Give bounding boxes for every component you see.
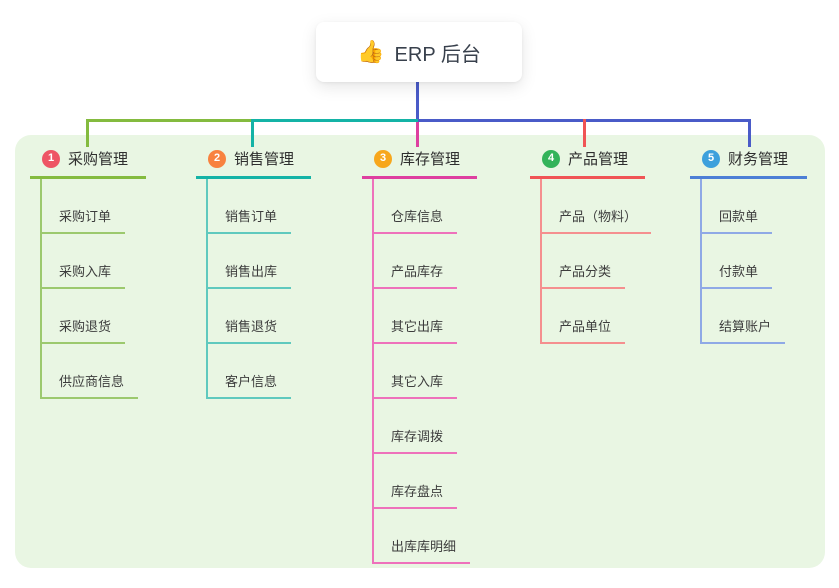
child-node[interactable]: 结算账户 xyxy=(702,316,786,344)
branch-number-badge: 4 xyxy=(542,149,560,168)
child-row: 付款单 xyxy=(702,234,807,289)
child-node[interactable]: 采购入库 xyxy=(42,261,126,289)
child-node[interactable]: 其它出库 xyxy=(374,316,458,344)
drop-line-product xyxy=(583,119,586,147)
child-row: 采购订单 xyxy=(42,179,146,234)
root-connector-line xyxy=(416,82,419,120)
drop-line-sales xyxy=(251,119,254,147)
child-row: 库存盘点 xyxy=(374,454,477,509)
child-node[interactable]: 采购订单 xyxy=(42,206,126,234)
child-row: 采购入库 xyxy=(42,234,146,289)
branch-children-purchase: 采购订单采购入库采购退货供应商信息 xyxy=(40,179,146,399)
child-node[interactable]: 销售出库 xyxy=(208,261,292,289)
thumbs-up-icon: 👍 xyxy=(357,39,385,64)
child-node[interactable]: 产品单位 xyxy=(542,316,626,344)
branch-sales: 2 销售管理销售订单销售出库销售退货客户信息 xyxy=(196,146,311,399)
branch-children-finance: 回款单付款单结算账户 xyxy=(700,179,807,344)
child-node[interactable]: 采购退货 xyxy=(42,316,126,344)
child-row: 产品库存 xyxy=(374,234,477,289)
branch-children-inventory: 仓库信息产品库存其它出库其它入库库存调拨库存盘点出库库明细 xyxy=(372,179,477,564)
child-node[interactable]: 其它入库 xyxy=(374,371,458,399)
child-row: 产品单位 xyxy=(542,289,645,344)
branch-title-inventory[interactable]: 3 库存管理 xyxy=(362,146,477,179)
child-row: 产品分类 xyxy=(542,234,645,289)
drop-line-purchase xyxy=(86,119,89,147)
branch-children-sales: 销售订单销售出库销售退货客户信息 xyxy=(206,179,311,399)
child-row: 回款单 xyxy=(702,179,807,234)
bus-segment-purchase xyxy=(86,119,253,122)
child-row: 出库库明细 xyxy=(374,509,477,564)
branch-finance: 5 财务管理回款单付款单结算账户 xyxy=(690,146,807,344)
drop-line-finance xyxy=(748,119,751,147)
child-row: 销售出库 xyxy=(208,234,311,289)
branch-title-product[interactable]: 4 产品管理 xyxy=(530,146,645,179)
child-node[interactable]: 产品分类 xyxy=(542,261,626,289)
child-node[interactable]: 回款单 xyxy=(702,206,773,234)
child-row: 客户信息 xyxy=(208,344,311,399)
branch-title-sales[interactable]: 2 销售管理 xyxy=(196,146,311,179)
child-node[interactable]: 客户信息 xyxy=(208,371,292,399)
branch-number-badge: 2 xyxy=(208,149,226,168)
child-row: 销售退货 xyxy=(208,289,311,344)
child-row: 仓库信息 xyxy=(374,179,477,234)
root-title: ERP 后台 xyxy=(394,43,481,66)
child-row: 库存调拨 xyxy=(374,399,477,454)
child-node[interactable]: 付款单 xyxy=(702,261,773,289)
child-row: 销售订单 xyxy=(208,179,311,234)
branch-label: 财务管理 xyxy=(728,151,789,168)
branches-panel xyxy=(15,135,825,568)
root-node[interactable]: 👍 ERP 后台 xyxy=(316,22,522,82)
branch-purchase: 1 采购管理采购订单采购入库采购退货供应商信息 xyxy=(30,146,146,399)
child-row: 产品（物料） xyxy=(542,179,652,234)
branch-number-badge: 3 xyxy=(374,149,392,168)
child-node[interactable]: 出库库明细 xyxy=(374,536,471,564)
child-node[interactable]: 销售订单 xyxy=(208,206,292,234)
child-node[interactable]: 产品库存 xyxy=(374,261,458,289)
branch-title-purchase[interactable]: 1 采购管理 xyxy=(30,146,146,179)
branch-children-product: 产品（物料） 产品分类产品单位 xyxy=(540,179,652,344)
child-node[interactable]: 库存调拨 xyxy=(374,426,458,454)
branch-inventory: 3 库存管理仓库信息产品库存其它出库其它入库库存调拨库存盘点出库库明细 xyxy=(362,146,477,564)
child-row: 其它入库 xyxy=(374,344,477,399)
child-row: 结算账户 xyxy=(702,289,807,344)
child-node[interactable]: 产品（物料） xyxy=(542,206,652,234)
child-row: 供应商信息 xyxy=(42,344,146,399)
child-node[interactable]: 库存盘点 xyxy=(374,481,458,509)
bus-segment-sales xyxy=(253,119,418,122)
branch-number-badge: 1 xyxy=(42,149,60,168)
child-node[interactable]: 仓库信息 xyxy=(374,206,458,234)
branch-title-finance[interactable]: 5 财务管理 xyxy=(690,146,807,179)
branch-label: 销售管理 xyxy=(234,151,295,168)
child-node[interactable]: 销售退货 xyxy=(208,316,292,344)
branch-label: 产品管理 xyxy=(568,151,629,168)
branch-product: 4 产品管理产品（物料） 产品分类产品单位 xyxy=(530,146,652,344)
branch-label: 库存管理 xyxy=(400,151,461,168)
child-row: 其它出库 xyxy=(374,289,477,344)
branch-number-badge: 5 xyxy=(702,149,720,168)
child-row: 采购退货 xyxy=(42,289,146,344)
drop-line-inventory xyxy=(416,122,419,147)
branch-label: 采购管理 xyxy=(68,151,129,168)
child-node[interactable]: 供应商信息 xyxy=(42,371,139,399)
